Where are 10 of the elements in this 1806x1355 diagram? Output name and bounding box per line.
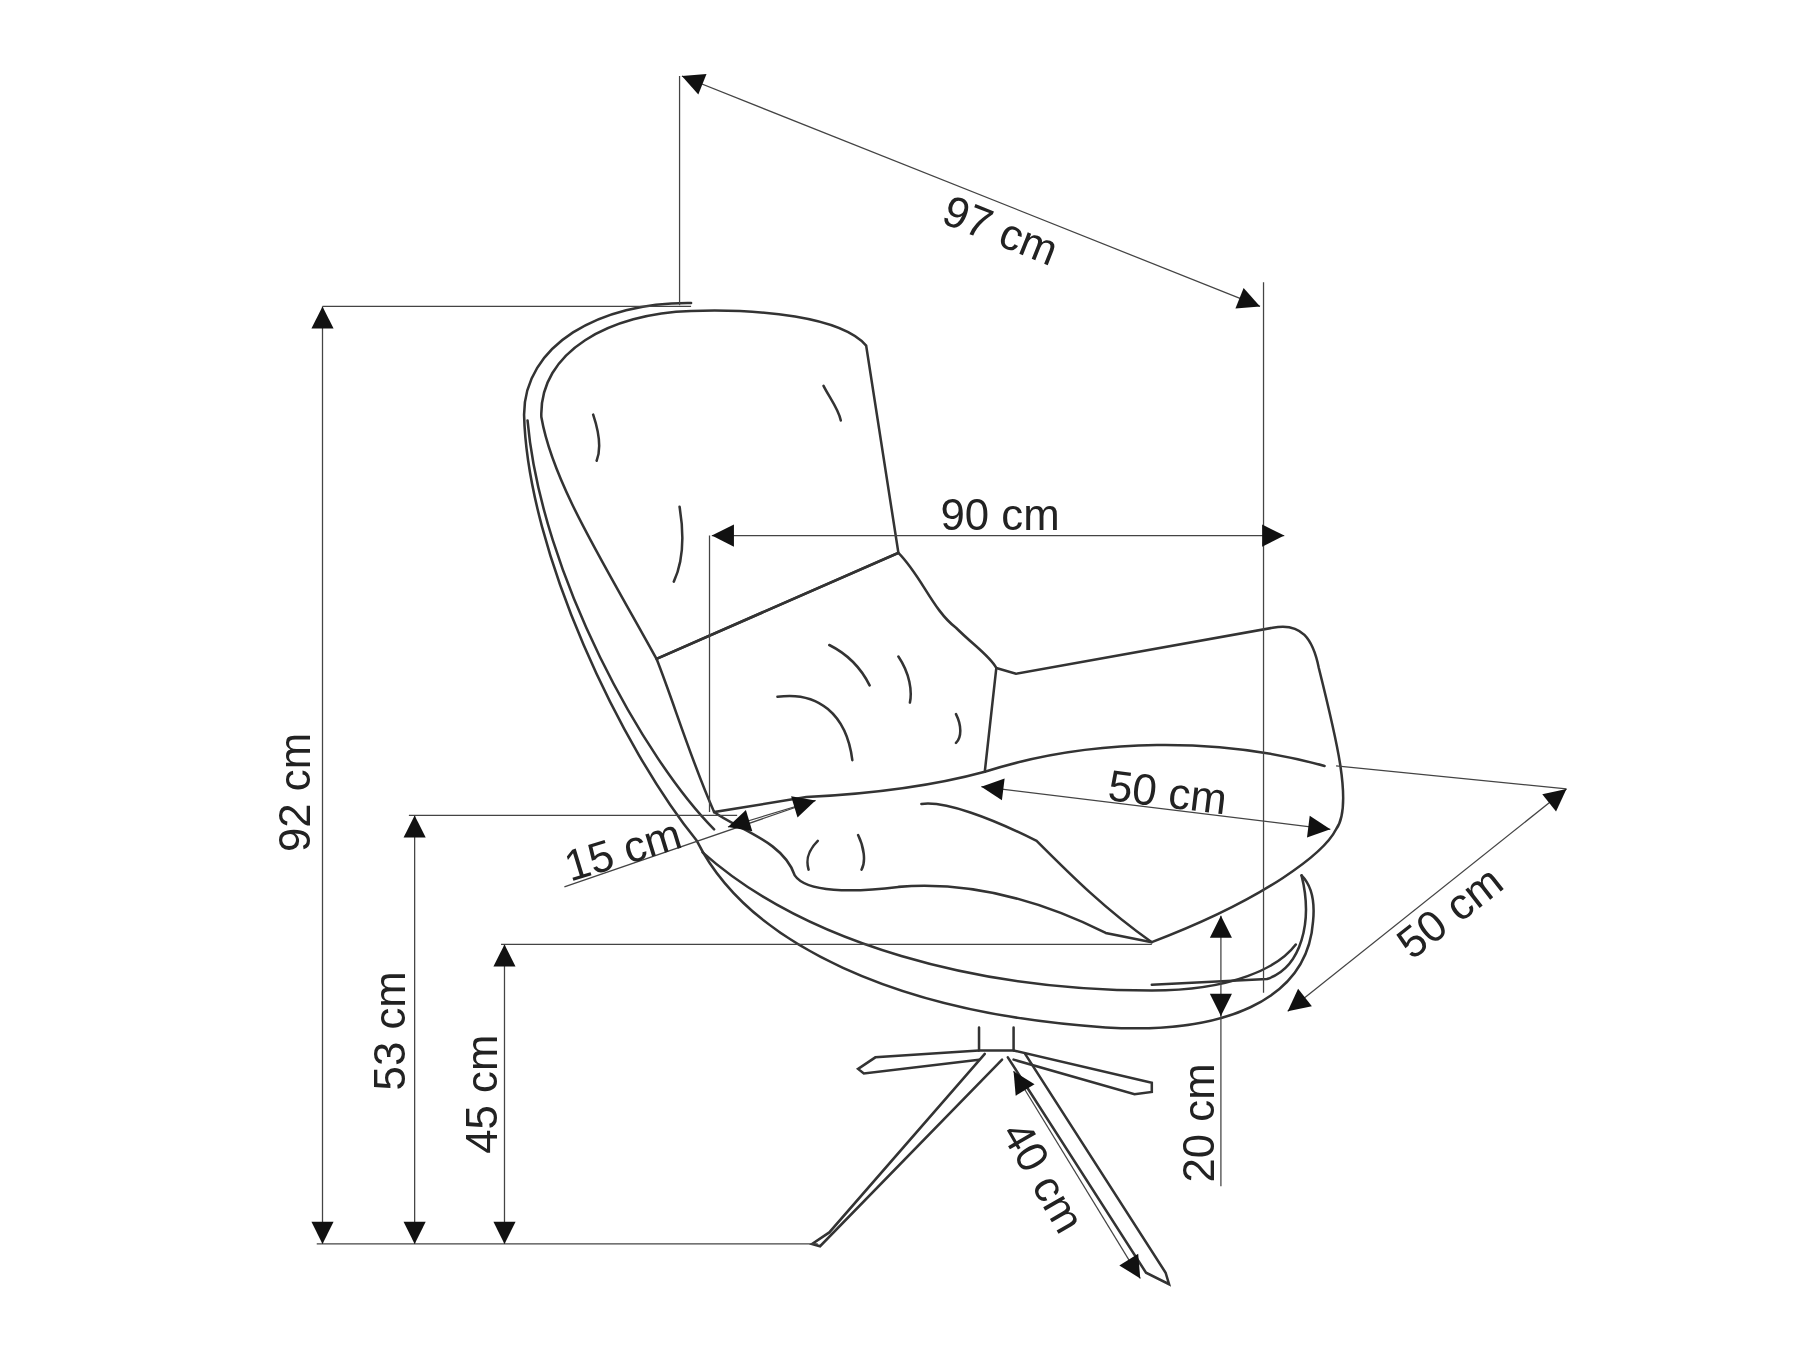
dimension-label: 20 cm <box>1176 1063 1221 1183</box>
dimension-label: 90 cm <box>940 492 1060 537</box>
dimension-label: 92 cm <box>272 732 316 853</box>
dimension-label: 50 cm <box>1105 763 1229 822</box>
dimension-label: 50 cm <box>1388 858 1510 967</box>
dimension-label: 15 cm <box>558 811 686 889</box>
dimension-label: 53 cm <box>367 971 412 1091</box>
dimension-label: 97 cm <box>936 188 1064 273</box>
dimension-label: 45 cm <box>459 1034 504 1154</box>
dimension-label: 40 cm <box>993 1114 1092 1240</box>
